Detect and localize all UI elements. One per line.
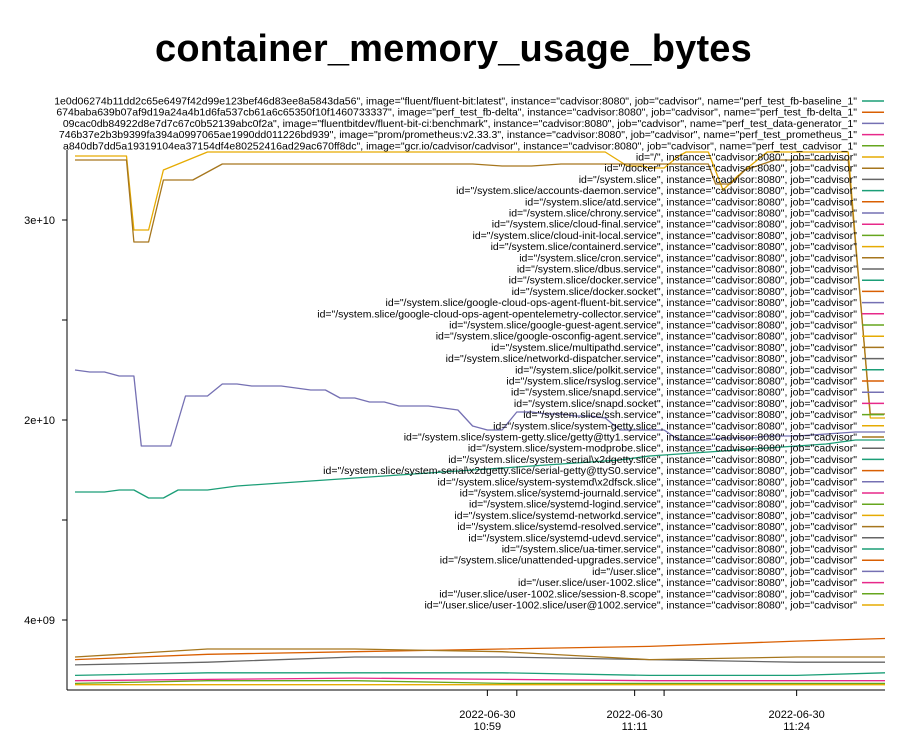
legend-label: id="/user.slice/user-1002.slice/user@100… xyxy=(424,600,857,612)
legend-label: id="/system.slice/networkd-dispatcher.se… xyxy=(446,353,858,365)
legend-label: id="/system.slice/system-modprobe.slice"… xyxy=(468,443,857,455)
legend-label: id="/system.slice/systemd-journald.servi… xyxy=(460,488,858,500)
legend-label: id="/system.slice/snapd.service", instan… xyxy=(511,387,857,399)
series-line-7 xyxy=(74,672,886,677)
legend: 1e0d06274b11dd2c65e6497f42d99e123bef46d8… xyxy=(54,96,884,612)
legend-label: id="/system.slice/systemd-networkd.servi… xyxy=(454,510,857,522)
y-tick-label: 3e+10 xyxy=(24,215,55,227)
x-tick-label: 11:11 xyxy=(622,721,648,733)
legend-label: 746b37e2b3b9399fa394a0997065ae1990dd0112… xyxy=(59,129,857,141)
legend-label: id="/", instance="cadvisor:8080", job="c… xyxy=(636,152,857,164)
legend-label: id="/system.slice/snapd.socket", instanc… xyxy=(514,398,857,410)
legend-label: id="/system.slice/cloud-init-local.servi… xyxy=(473,230,858,242)
legend-label: id="/system.slice/dbus.service", instanc… xyxy=(517,264,857,276)
legend-label: id="/system.slice/accounts-daemon.servic… xyxy=(456,185,857,197)
series-layer xyxy=(74,151,886,686)
legend-label: id="/system.slice/google-cloud-ops-agent… xyxy=(386,297,858,309)
legend-label: 674baba639b07af9d19a24a4b1d6fa537cb61a6c… xyxy=(56,107,857,119)
legend-label: id="/system.slice/ssh.service", instance… xyxy=(523,409,857,421)
legend-label: id="/system.slice/docker.service", insta… xyxy=(509,275,858,287)
legend-label: id="/system.slice/rsyslog.service", inst… xyxy=(506,376,857,388)
legend-label: id="/system.slice/google-guest-agent.ser… xyxy=(449,320,857,332)
legend-label: id="/system.slice/unattended-upgrades.se… xyxy=(440,555,857,567)
legend-label: id="/system.slice/ua-timer.service", ins… xyxy=(502,544,858,556)
y-tick-label: 4e+09 xyxy=(24,615,55,627)
legend-label: id="/system.slice/cron.service", instanc… xyxy=(519,252,857,264)
series-line-2 xyxy=(74,369,885,447)
x-tick-label: 11:24 xyxy=(783,721,810,733)
series-line-1 xyxy=(75,159,885,415)
chart-title: container_memory_usage_bytes xyxy=(155,28,752,70)
series-line-0 xyxy=(75,151,885,419)
series-line-3 xyxy=(75,439,885,499)
legend-label: id="/system.slice/containerd.service", i… xyxy=(491,241,858,253)
series-line-4 xyxy=(74,637,886,661)
legend-label: id="/system.slice/multipathd.service", i… xyxy=(491,342,857,354)
legend-label: id="/system.slice/system-serial\x2dgetty… xyxy=(448,454,857,466)
legend-label: id="/system.slice/system-systemd\x2dfsck… xyxy=(438,476,858,488)
x-tick-label: 10:59 xyxy=(474,721,502,733)
legend-label: id="/system.slice/google-osconfig-agent.… xyxy=(436,331,858,343)
legend-label: id="/system.slice/system-serial\x2dgetty… xyxy=(323,465,857,477)
legend-label: id="/system.slice/system-getty.slice/get… xyxy=(404,432,858,444)
legend-label: id="/system.slice/docker.socket", instan… xyxy=(512,286,858,298)
legend-label: id="/system.slice/google-cloud-ops-agent… xyxy=(317,308,857,320)
series-line-8 xyxy=(74,680,885,685)
legend-label: id="/system.slice/chrony.service", insta… xyxy=(509,208,857,220)
legend-label: id="/docker", instance="cadvisor:8080", … xyxy=(604,163,857,175)
series-line-6 xyxy=(74,648,885,661)
legend-label: id="/user.slice", instance="cadvisor:808… xyxy=(592,566,857,578)
legend-label: id="/system.slice/systemd-resolved.servi… xyxy=(457,521,857,533)
legend-label: id="/system.slice/system-getty.slice", i… xyxy=(493,420,857,432)
legend-label: 09cac0db84922d8e7d7c67c0b52139abc0f2a", … xyxy=(63,118,857,130)
x-tick-label: 2022-06-30 xyxy=(606,709,662,721)
legend-label: id="/system.slice/systemd-udevd.service"… xyxy=(468,532,857,544)
x-tick-label: 2022-06-30 xyxy=(768,709,824,721)
axis-layer: 3e+102e+104e+092022-06-3010:592022-06-30… xyxy=(24,150,885,733)
legend-label: 1e0d06274b11dd2c65e6497f42d99e123bef46d8… xyxy=(54,96,857,108)
x-tick-label: 2022-06-30 xyxy=(459,709,515,721)
legend-label: id="/system.slice/polkit.service", insta… xyxy=(515,364,857,376)
legend-label: a840db7dd5a19319104ea37154df4e80252416ad… xyxy=(63,140,857,152)
series-line-10 xyxy=(74,677,885,682)
y-tick-label: 2e+10 xyxy=(24,415,55,427)
legend-label: id="/system.slice/cloud-final.service", … xyxy=(492,219,858,231)
series-line-5 xyxy=(74,656,885,666)
legend-label: id="/system.slice/atd.service", instance… xyxy=(525,196,857,208)
legend-label: id="/system.slice/systemd-logind.service… xyxy=(469,499,857,511)
legend-label: id="/user.slice/user-1002.slice", instan… xyxy=(518,577,857,589)
legend-label: id="/user.slice/user-1002.slice/session-… xyxy=(439,588,857,600)
legend-label: id="/system.slice", instance="cadvisor:8… xyxy=(579,174,858,186)
